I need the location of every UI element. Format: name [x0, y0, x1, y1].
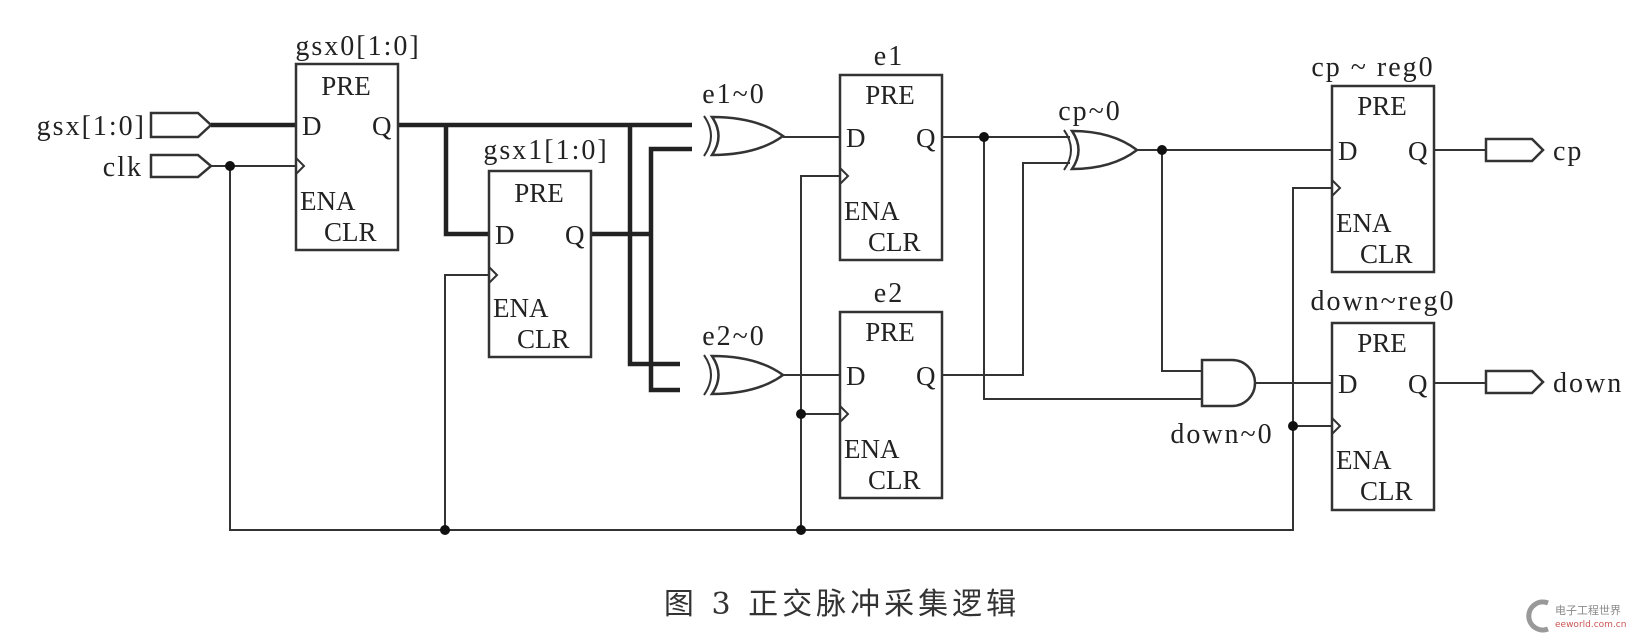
- watermark-url: eeworld.com.cn: [1555, 620, 1626, 630]
- pin-pre: PRE: [321, 71, 371, 101]
- pin-ena: ENA: [844, 196, 900, 226]
- xor-gate-e2: e2~0: [702, 321, 786, 396]
- junction-dot: [225, 161, 235, 171]
- flipflop-label: cp ~ reg0: [1311, 52, 1434, 83]
- flipflop-label: gsx1[1:0]: [483, 135, 608, 166]
- bus-wires: [211, 122, 692, 393]
- gate-label: e2~0: [702, 321, 766, 352]
- junction-dot: [979, 132, 989, 142]
- flipflop-label: e1: [874, 41, 904, 72]
- clock-triangle-icon: [839, 405, 850, 423]
- flipflop-gsx0: gsx0[1:0] PRE D Q ENA CLR: [294, 31, 420, 252]
- watermark-text: 电子工程世界: [1555, 604, 1621, 617]
- clock-triangle-icon: [295, 157, 306, 175]
- output-port-cp: cp: [1484, 136, 1583, 167]
- junction-dot: [796, 525, 806, 535]
- pin-q: Q: [916, 361, 936, 391]
- clock-triangle-icon: [488, 266, 499, 284]
- pin-pre: PRE: [1357, 328, 1407, 358]
- pin-pre: PRE: [514, 178, 564, 208]
- pin-pre: PRE: [1357, 91, 1407, 121]
- input-port-gsx: gsx[1:0]: [37, 111, 213, 142]
- port-label-gsx: gsx[1:0]: [37, 111, 146, 142]
- pin-ena: ENA: [1336, 445, 1392, 475]
- pin-d: D: [846, 123, 866, 153]
- pin-q: Q: [916, 123, 936, 153]
- output-port-down: down: [1484, 368, 1623, 399]
- pin-ena: ENA: [1336, 208, 1392, 238]
- junction-dot: [796, 409, 806, 419]
- pin-clr: CLR: [868, 227, 921, 257]
- pin-d: D: [1338, 136, 1358, 166]
- pin-ena: ENA: [300, 186, 356, 216]
- pin-q: Q: [1408, 136, 1428, 166]
- junctions: [225, 132, 1298, 535]
- junction-dot: [1157, 145, 1167, 155]
- junction-dot: [440, 525, 450, 535]
- pin-ena: ENA: [493, 293, 549, 323]
- pin-clr: CLR: [517, 324, 570, 354]
- signal-wires: [211, 136, 1486, 531]
- pin-clr: CLR: [324, 217, 377, 247]
- flipflop-gsx1: gsx1[1:0] PRE D Q ENA CLR: [483, 135, 608, 359]
- pin-clr: CLR: [1360, 476, 1413, 506]
- figure-caption: 图 3 正交脉冲采集逻辑: [664, 587, 1020, 622]
- flipflop-cp-reg0: cp ~ reg0 PRE D Q ENA CLR: [1311, 52, 1436, 274]
- pin-q: Q: [1408, 369, 1428, 399]
- flipflop-label: e2: [874, 278, 904, 309]
- junction-dot: [1288, 421, 1298, 431]
- pin-d: D: [1338, 369, 1358, 399]
- gate-label: down~0: [1170, 419, 1273, 450]
- gate-label: e1~0: [702, 79, 766, 110]
- clock-triangle-icon: [839, 167, 850, 185]
- flipflop-e2: e2 PRE D Q ENA CLR: [838, 278, 944, 500]
- xor-gate-e1: e1~0: [702, 79, 786, 157]
- flipflop-e1: e1 PRE D Q ENA CLR: [838, 41, 944, 262]
- pin-q: Q: [565, 220, 585, 250]
- pin-d: D: [846, 361, 866, 391]
- clock-triangle-icon: [1331, 417, 1342, 435]
- clock-triangle-icon: [1331, 179, 1342, 197]
- input-port-clk: clk: [103, 152, 213, 183]
- port-label-cp: cp: [1553, 136, 1583, 167]
- xor-gate-cp: cp~0: [1058, 96, 1140, 171]
- pin-ena: ENA: [844, 434, 900, 464]
- pin-q: Q: [372, 111, 392, 141]
- gate-label: cp~0: [1058, 96, 1122, 127]
- pin-d: D: [302, 111, 322, 141]
- port-label-down: down: [1553, 368, 1623, 399]
- port-label-clk: clk: [103, 152, 143, 183]
- pin-clr: CLR: [868, 465, 921, 495]
- flipflop-label: down~reg0: [1310, 286, 1455, 317]
- pin-clr: CLR: [1360, 239, 1413, 269]
- flipflop-label: gsx0[1:0]: [295, 31, 420, 62]
- pin-pre: PRE: [865, 80, 915, 110]
- pin-d: D: [495, 220, 515, 250]
- and-gate-down: down~0: [1170, 358, 1273, 450]
- watermark-logo: 电子工程世界 eeworld.com.cn: [1526, 599, 1626, 633]
- pin-pre: PRE: [865, 317, 915, 347]
- flipflop-down-reg0: down~reg0 PRE D Q ENA CLR: [1310, 286, 1455, 512]
